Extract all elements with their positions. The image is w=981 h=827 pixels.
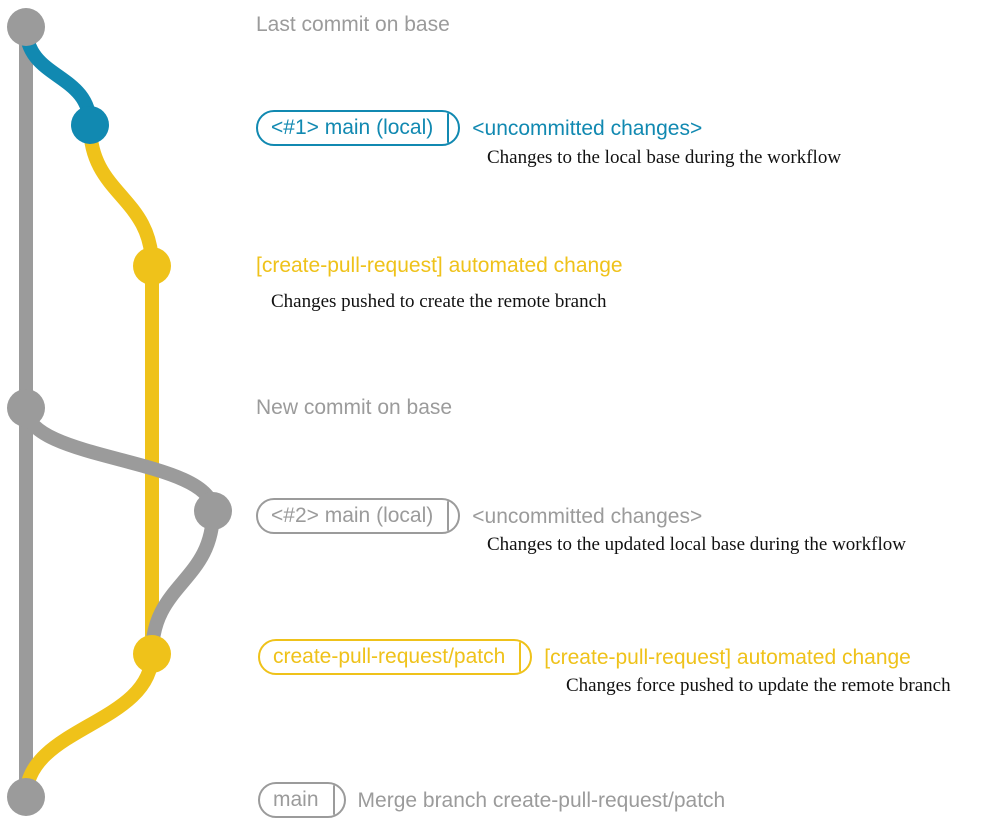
branch-badge-main-local-2[interactable]: <#2> main (local) xyxy=(256,498,461,534)
commit-subject-last-commit: Last commit on base xyxy=(256,13,450,36)
row-last-commit: Last commit on base xyxy=(256,14,450,35)
edge-basenew-to-local2 xyxy=(19,401,220,518)
branch-badge-create-pull-request-patch[interactable]: create-pull-request/patch xyxy=(258,639,533,675)
commit-detail-patch-2: Changes force pushed to update the remot… xyxy=(566,675,951,696)
commit-node-local-2[interactable] xyxy=(194,492,232,530)
row-patch-2: create-pull-request/patch [create-pull-r… xyxy=(258,639,911,675)
commit-subject-patch-2: [create-pull-request] automated change xyxy=(544,645,911,669)
edge-patch2-to-merge xyxy=(19,647,159,804)
row-local-2: <#2> main (local) <uncommitted changes> xyxy=(256,498,702,534)
commit-detail-patch-1: Changes pushed to create the remote bran… xyxy=(271,291,607,312)
commit-node-merge[interactable] xyxy=(7,778,45,816)
row-new-commit: New commit on base xyxy=(256,397,452,418)
commit-detail-local-2: Changes to the updated local base during… xyxy=(487,534,906,555)
commit-subject-local-2: <uncommitted changes> xyxy=(472,504,703,528)
commit-node-patch-2[interactable] xyxy=(133,635,171,673)
commit-subject-merge: Merge branch create-pull-request/patch xyxy=(357,788,726,812)
edge-local2-to-patch2 xyxy=(145,504,220,661)
edge-local1-to-patch1 xyxy=(83,118,159,273)
commit-node-patch-1[interactable] xyxy=(133,247,171,285)
branch-badge-main[interactable]: main xyxy=(258,782,346,818)
commit-subject-local-1: <uncommitted changes> xyxy=(472,116,703,140)
commit-subject-new-commit: New commit on base xyxy=(256,396,453,419)
commit-node-base-head[interactable] xyxy=(7,8,45,46)
commit-subject-patch-1: [create-pull-request] automated change xyxy=(256,254,623,277)
commit-node-local-1[interactable] xyxy=(71,106,109,144)
commit-detail-local-1: Changes to the local base during the wor… xyxy=(487,147,842,168)
commit-node-base-new[interactable] xyxy=(7,389,45,427)
row-merge: main Merge branch create-pull-request/pa… xyxy=(258,782,725,818)
row-patch-1: [create-pull-request] automated change xyxy=(256,255,623,276)
row-local-1: <#1> main (local) <uncommitted changes> xyxy=(256,110,702,146)
branch-badge-main-local-1[interactable]: <#1> main (local) xyxy=(256,110,461,146)
